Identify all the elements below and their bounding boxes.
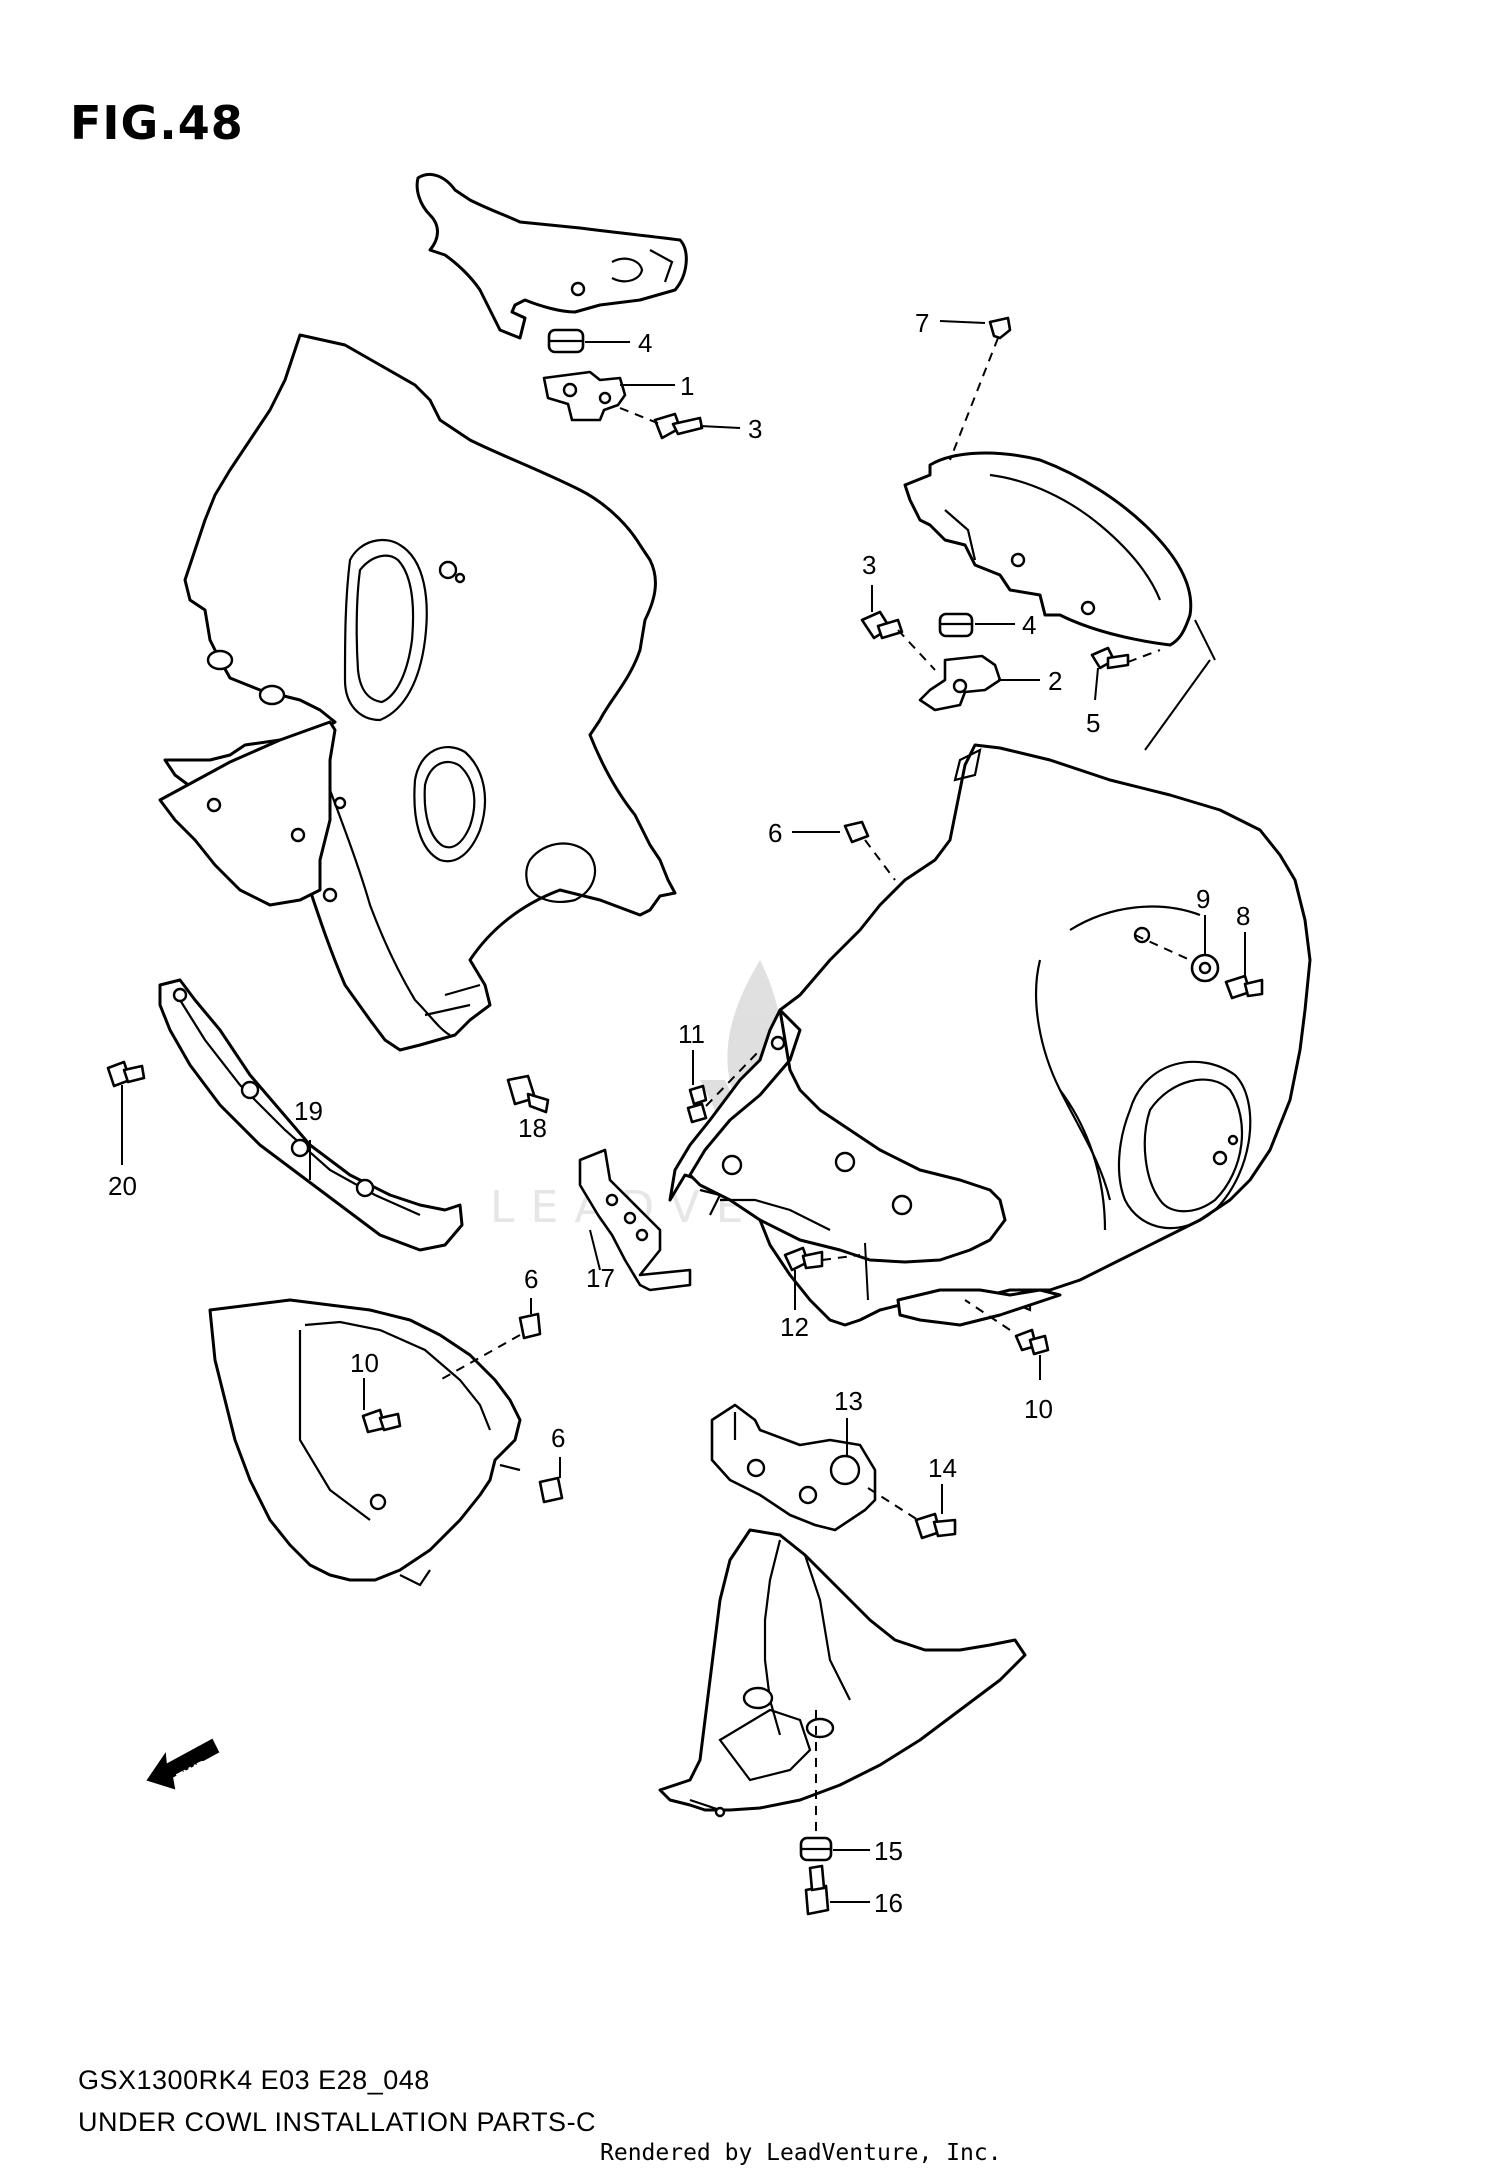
- left-panel-lower-flap: [158, 720, 347, 907]
- callout-18: 18: [518, 1113, 547, 1143]
- callout-4-right: 4: [1022, 610, 1036, 640]
- screw-part-5: [1090, 646, 1130, 670]
- left-lower-side-cover: [208, 1298, 522, 1587]
- right-upper-inner-cover-part: [903, 451, 1193, 647]
- screw-part-10-right: [1014, 1328, 1050, 1356]
- callout-1: 1: [680, 371, 694, 401]
- grommet-part-4: [547, 328, 585, 354]
- callout-4-upper: 4: [638, 328, 652, 358]
- callout-13: 13: [834, 1386, 863, 1416]
- callout-20: 20: [108, 1171, 137, 1201]
- rendered-by-credit: Rendered by LeadVenture, Inc.: [600, 2140, 1002, 2166]
- model-code: GSX1300RK4 E03 E28_048: [78, 2065, 430, 2095]
- callout-3-upper: 3: [748, 414, 762, 444]
- screw-part-16: [804, 1864, 830, 1916]
- clip-part-6-upper: [843, 820, 870, 844]
- callout-6-upper: 6: [768, 818, 782, 848]
- callout-6-lower: 6: [551, 1423, 565, 1453]
- screw-part-12: [783, 1246, 824, 1272]
- callout-19: 19: [294, 1096, 323, 1126]
- grommet-part-15: [799, 1836, 833, 1862]
- callout-8: 8: [1236, 901, 1250, 931]
- screw-part-3-upper: [653, 412, 704, 440]
- callout-10-right: 10: [1024, 1394, 1053, 1424]
- upper-inner-cover-part: [415, 173, 688, 340]
- grommet-part-4-right: [938, 612, 974, 638]
- callout-2: 2: [1048, 666, 1062, 696]
- screw-part-10-left: [361, 1408, 402, 1434]
- callout-17: 17: [586, 1263, 615, 1293]
- right-panel-front-section: [688, 1008, 1007, 1264]
- callout-10-left: 10: [350, 1348, 379, 1378]
- callout-3-right: 3: [862, 550, 876, 580]
- callout-16: 16: [874, 1888, 903, 1918]
- pin-part-18: [506, 1074, 550, 1114]
- right-panel-lower-tab: [896, 1288, 1062, 1327]
- screw-part-3-right: [860, 610, 904, 640]
- callout-14: 14: [928, 1453, 957, 1483]
- screw-part-14: [914, 1512, 957, 1540]
- callout-15: 15: [874, 1836, 903, 1866]
- bracket-part-13: [710, 1403, 877, 1532]
- callout-5: 5: [1086, 708, 1100, 738]
- bracket-part-17: [578, 1148, 692, 1292]
- lower-center-cowl: [658, 1528, 1027, 1818]
- grommet-part-9: [1190, 953, 1220, 983]
- bolt-part-20: [106, 1060, 146, 1088]
- figure-title: FIG.48: [70, 96, 244, 150]
- clip-part-6-middle: [518, 1312, 542, 1340]
- clip-part-6-lower: [538, 1476, 564, 1504]
- leader-lines: [121, 320, 1246, 1903]
- callout-7: 7: [915, 308, 929, 338]
- forward-arrow-icon: FWD: [146, 1738, 220, 1790]
- callout-9: 9: [1196, 884, 1210, 914]
- figure-caption: UNDER COWL INSTALLATION PARTS-C: [78, 2107, 597, 2137]
- bracket-part-1: [542, 370, 627, 422]
- bolt-part-11: [686, 1084, 708, 1124]
- callout-labels: 4 1 3 7 3 4 2 5 6 9 8 11 18 19 20 17 12 …: [108, 308, 1250, 1918]
- bracket-part-2: [918, 654, 1002, 712]
- screw-part-8: [1224, 974, 1264, 1000]
- callout-6-middle: 6: [524, 1264, 538, 1294]
- callout-12: 12: [780, 1312, 809, 1342]
- left-under-cowl-panel: [163, 333, 677, 1052]
- stay-bar-part-19: [158, 978, 464, 1252]
- clip-part-7: [988, 316, 1012, 340]
- callout-11: 11: [678, 1019, 705, 1049]
